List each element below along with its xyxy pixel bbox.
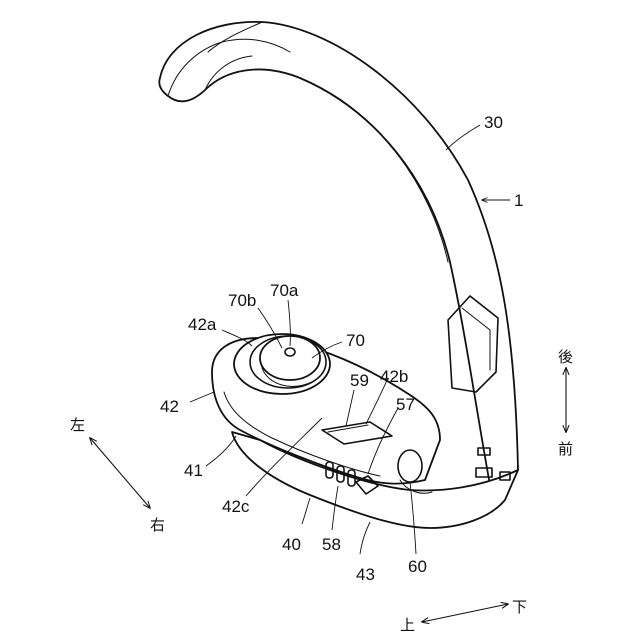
direction-up: 上 [400, 616, 415, 634]
label-59: 59 [350, 371, 369, 390]
label-42b: 42b [380, 367, 408, 386]
label-42a: 42a [188, 315, 217, 334]
direction-left: 左 [70, 416, 85, 434]
label-43: 43 [356, 565, 375, 584]
label-70: 70 [346, 331, 365, 350]
label-41: 41 [184, 461, 203, 480]
label-60: 60 [408, 557, 427, 576]
direction-down: 下 [512, 598, 527, 616]
direction-back: 後 [558, 348, 573, 366]
label-1: 1 [514, 191, 523, 210]
direction-right: 右 [150, 516, 165, 534]
label-70a: 70a [270, 281, 299, 300]
label-30: 30 [484, 113, 503, 132]
label-40: 40 [282, 535, 301, 554]
label-42: 42 [160, 397, 179, 416]
label-57: 57 [396, 395, 415, 414]
label-42c: 42c [222, 497, 250, 516]
direction-front: 前 [558, 440, 573, 458]
label-70b: 70b [228, 291, 256, 310]
label-58: 58 [322, 535, 341, 554]
